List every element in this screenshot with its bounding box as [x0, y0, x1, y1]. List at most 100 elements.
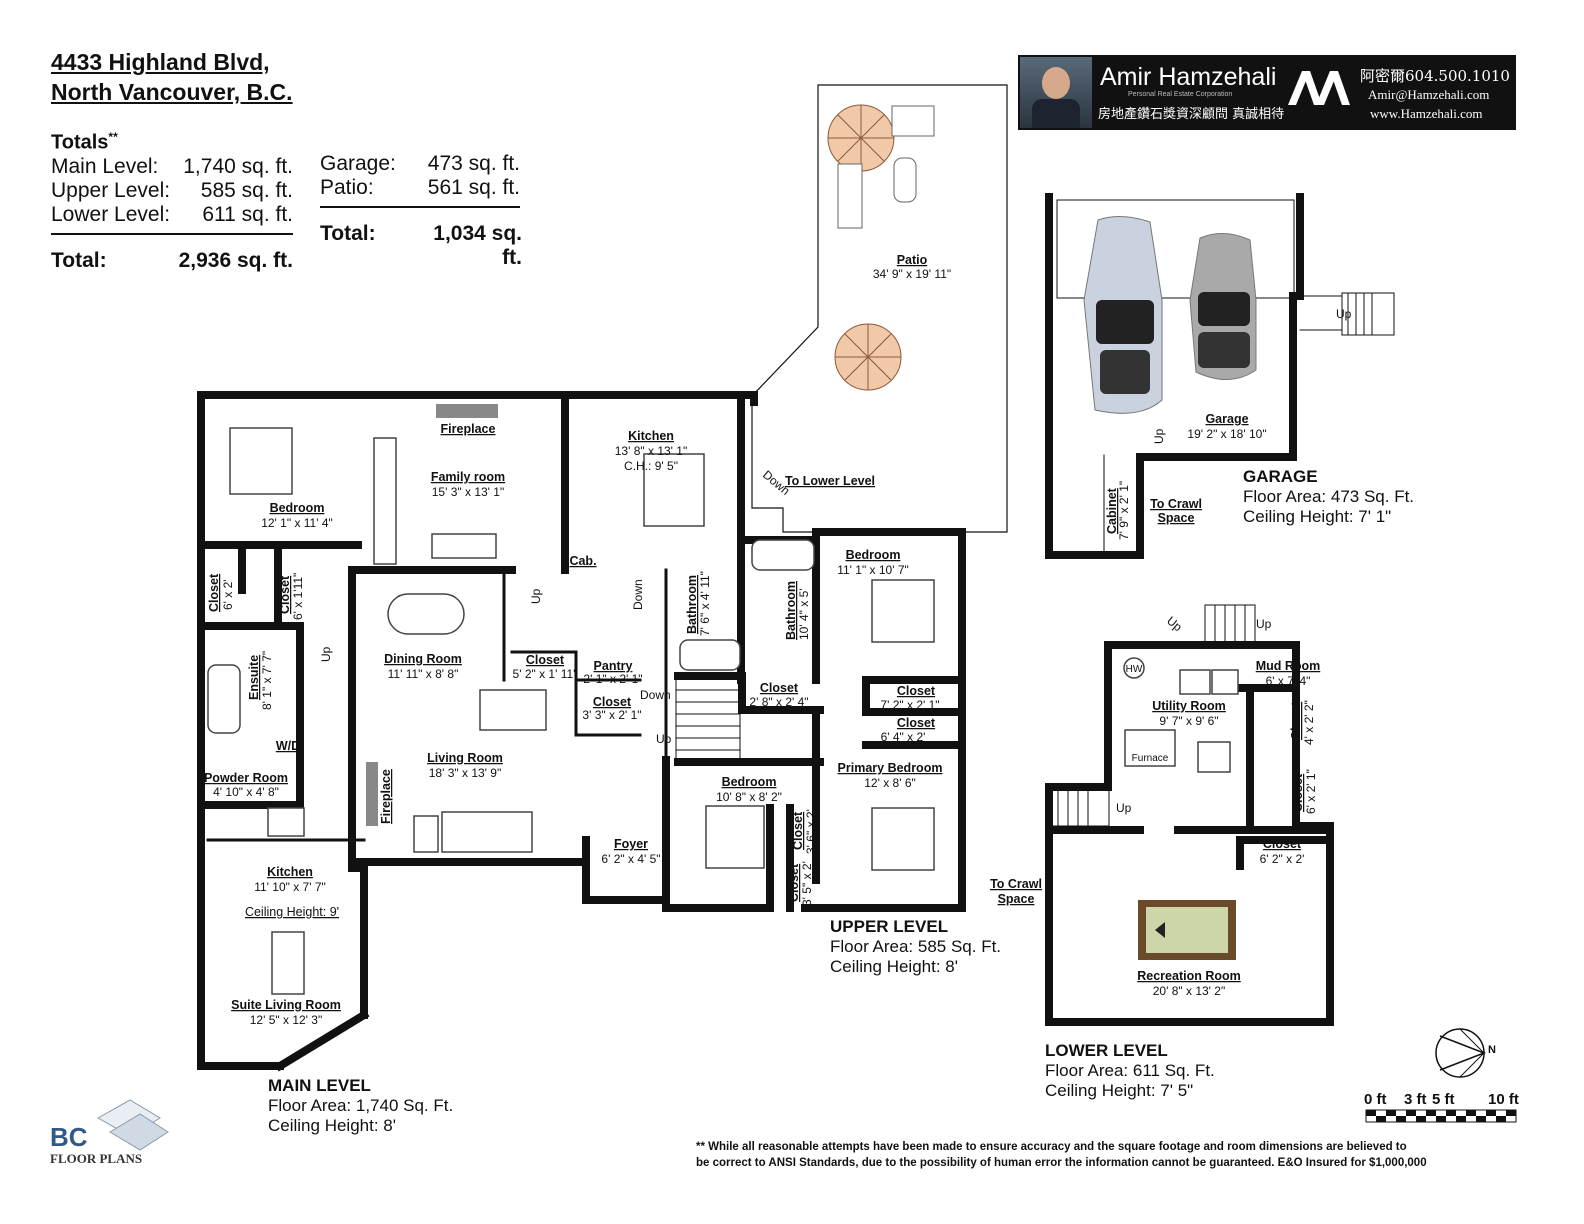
- main-up-label: Up: [529, 588, 543, 604]
- utility-room-label: Utility Room: [1152, 699, 1226, 713]
- pool-rack: [1155, 922, 1165, 938]
- totals-row-garage: Garage:473 sq. ft.: [320, 152, 530, 176]
- living-room-label: Living Room: [427, 751, 503, 765]
- foyer-label: Foyer: [614, 837, 648, 851]
- disclaimer: ** While all reasonable attempts have be…: [696, 1139, 1526, 1171]
- patio-table: [893, 157, 917, 203]
- washer: [1179, 669, 1211, 695]
- closet-j-dim: 4' x 2' 2": [1302, 700, 1316, 745]
- level-upper-title: UPPER LEVEL: [830, 917, 949, 936]
- closet-b-dim: 6' x 1'11": [291, 573, 305, 620]
- totals-row-patio: Patio:561 sq. ft.: [320, 176, 530, 200]
- compass-label: N: [1488, 1044, 1496, 1056]
- furniture: [207, 427, 1239, 995]
- level-garage-ceiling: Ceiling Height: 7' 1": [1243, 507, 1392, 526]
- scale-label-10: 10 ft: [1488, 1091, 1519, 1108]
- agent-subtitle: Personal Real Estate Corporation: [1128, 91, 1233, 98]
- garage-walls: [1045, 193, 1304, 559]
- bath-tub-upper2: [679, 639, 741, 671]
- garage-up-label: Up: [1336, 307, 1352, 321]
- patio-label: Patio: [897, 253, 928, 267]
- garage-up-label-2: Up: [1152, 428, 1166, 444]
- closet-h-dim: 3' 6" x 2': [804, 809, 818, 854]
- level-main-area: Floor Area: 1,740 Sq. Ft.: [268, 1096, 454, 1115]
- bed-upper1: [871, 579, 935, 643]
- totals-heading: Totals**: [51, 130, 531, 155]
- patio-umbrella-2: [834, 323, 902, 391]
- level-garage-title: GARAGE: [1243, 467, 1318, 486]
- primary-bedroom-label: Primary Bedroom: [838, 761, 943, 775]
- main-up-label-2: Up: [319, 646, 333, 662]
- totals-row-lower: Lower Level: 611 sq. ft.: [51, 203, 531, 227]
- agent-banner: Amir Hamzehali Personal Real Estate Corp…: [1018, 55, 1516, 130]
- kitchen-main-ch: C.H.: 9' 5": [624, 459, 678, 473]
- agent-website: www.Hamzehali.com: [1370, 106, 1483, 121]
- scale-label-5: 5 ft: [1432, 1091, 1455, 1108]
- level-garage-area: Floor Area: 473 Sq. Ft.: [1243, 487, 1415, 506]
- bed-main: [229, 427, 293, 495]
- ensuite-tub: [207, 664, 241, 734]
- living-room-dim: 18' 3" x 13' 9": [429, 766, 501, 780]
- totals-extra-rule: [320, 206, 520, 208]
- living-sofa: [441, 811, 533, 853]
- powder-room-label: Powder Room: [204, 771, 288, 785]
- totals-extra-total-label: Total:: [320, 222, 376, 245]
- furnace-box: [1124, 729, 1176, 767]
- address-line1: 4433 Highland Blvd,: [51, 49, 270, 75]
- patio-bench: [837, 163, 863, 229]
- totals-value: 611 sq. ft.: [202, 202, 293, 226]
- closet-a-label: Closet: [207, 573, 221, 612]
- family-room-label: Family room: [431, 470, 505, 484]
- lower-level-stairs: [1048, 604, 1256, 827]
- bathroom-a-label: Bathroom: [685, 575, 699, 634]
- garage-door-zone: [1056, 199, 1295, 299]
- totals-label: Upper Level:: [51, 178, 171, 202]
- totals-extra-block: Garage:473 sq. ft. Patio:561 sq. ft. Tot…: [320, 152, 530, 270]
- crawl-space-garage-2: Space: [1158, 511, 1195, 525]
- fireplace-side-icon: [366, 762, 378, 826]
- closet-c-dim: 5' 2" x 1' 11": [513, 667, 578, 681]
- patio-umbrella-1: [827, 104, 895, 172]
- bedroom-main-dim: 12' 1" x 11' 4": [261, 516, 333, 530]
- utility-sink: [1197, 741, 1231, 773]
- main-stairs: [675, 677, 741, 763]
- closet-k-dim: 6' x 2' 1": [1304, 769, 1318, 814]
- recreation-room-label: Recreation Room: [1137, 969, 1241, 983]
- patio-dim: 34' 9" x 19' 11": [873, 267, 951, 281]
- kitchen-main-label: Kitchen: [628, 429, 674, 443]
- totals-block: Totals** Main Level:1,740 sq. ft. Upper …: [51, 130, 531, 273]
- room-labels: Patio 34' 9" x 19' 11" Garage 19' 2" x 1…: [204, 253, 1352, 1027]
- fireplace-side-label: Fireplace: [379, 769, 393, 824]
- patio-sectional: [891, 105, 935, 137]
- foyer-dim: 6' 2" x 4' 5": [601, 852, 660, 866]
- totals-asterisk: **: [108, 130, 118, 144]
- cabinet-label: Cabinet: [1105, 487, 1119, 534]
- dining-room-label: Dining Room: [384, 652, 462, 666]
- bed-primary: [871, 807, 935, 871]
- living-ottoman: [479, 689, 547, 731]
- totals-value: 1,740 sq. ft.: [183, 154, 293, 178]
- suite-fridge: [267, 807, 305, 837]
- scale-label-0: 0 ft: [1364, 1091, 1387, 1108]
- closet-i-dim: 3' 5" x 2': [800, 861, 814, 906]
- totals-value: 585 sq. ft.: [200, 178, 293, 202]
- suite-living-label: Suite Living Room: [231, 998, 341, 1012]
- address: 4433 Highland Blvd, North Vancouver, B.C…: [51, 47, 293, 107]
- scale-bar: [1365, 1109, 1517, 1123]
- totals-total-label: Total:: [51, 248, 107, 272]
- totals-total-value: 2,936 sq. ft.: [178, 248, 293, 272]
- suite-sofa: [271, 931, 305, 995]
- cabinet-dim: 7' 9" x 2' 1": [1117, 481, 1131, 540]
- totals-label: Lower Level:: [51, 202, 171, 226]
- level-main-ceiling: Ceiling Height: 8': [268, 1116, 396, 1135]
- totals-label: Patio:: [320, 176, 374, 199]
- bathroom-b-dim: 10' 4" x 5': [797, 588, 811, 640]
- closet-l-dim: 6' 2" x 2': [1260, 852, 1305, 866]
- bath-tub-upper: [751, 539, 815, 571]
- disclaimer-line2: be correct to ANSI Standards, due to the…: [696, 1157, 1427, 1169]
- utility-room-dim: 9' 7" x 9' 6": [1159, 714, 1218, 728]
- sofa-family-2: [431, 533, 497, 559]
- bathroom-a-dim: 7' 6" x 4' 11": [698, 571, 712, 636]
- closet-a-dim: 6' x 2': [221, 579, 235, 610]
- totals-row-main: Main Level:1,740 sq. ft.: [51, 155, 531, 179]
